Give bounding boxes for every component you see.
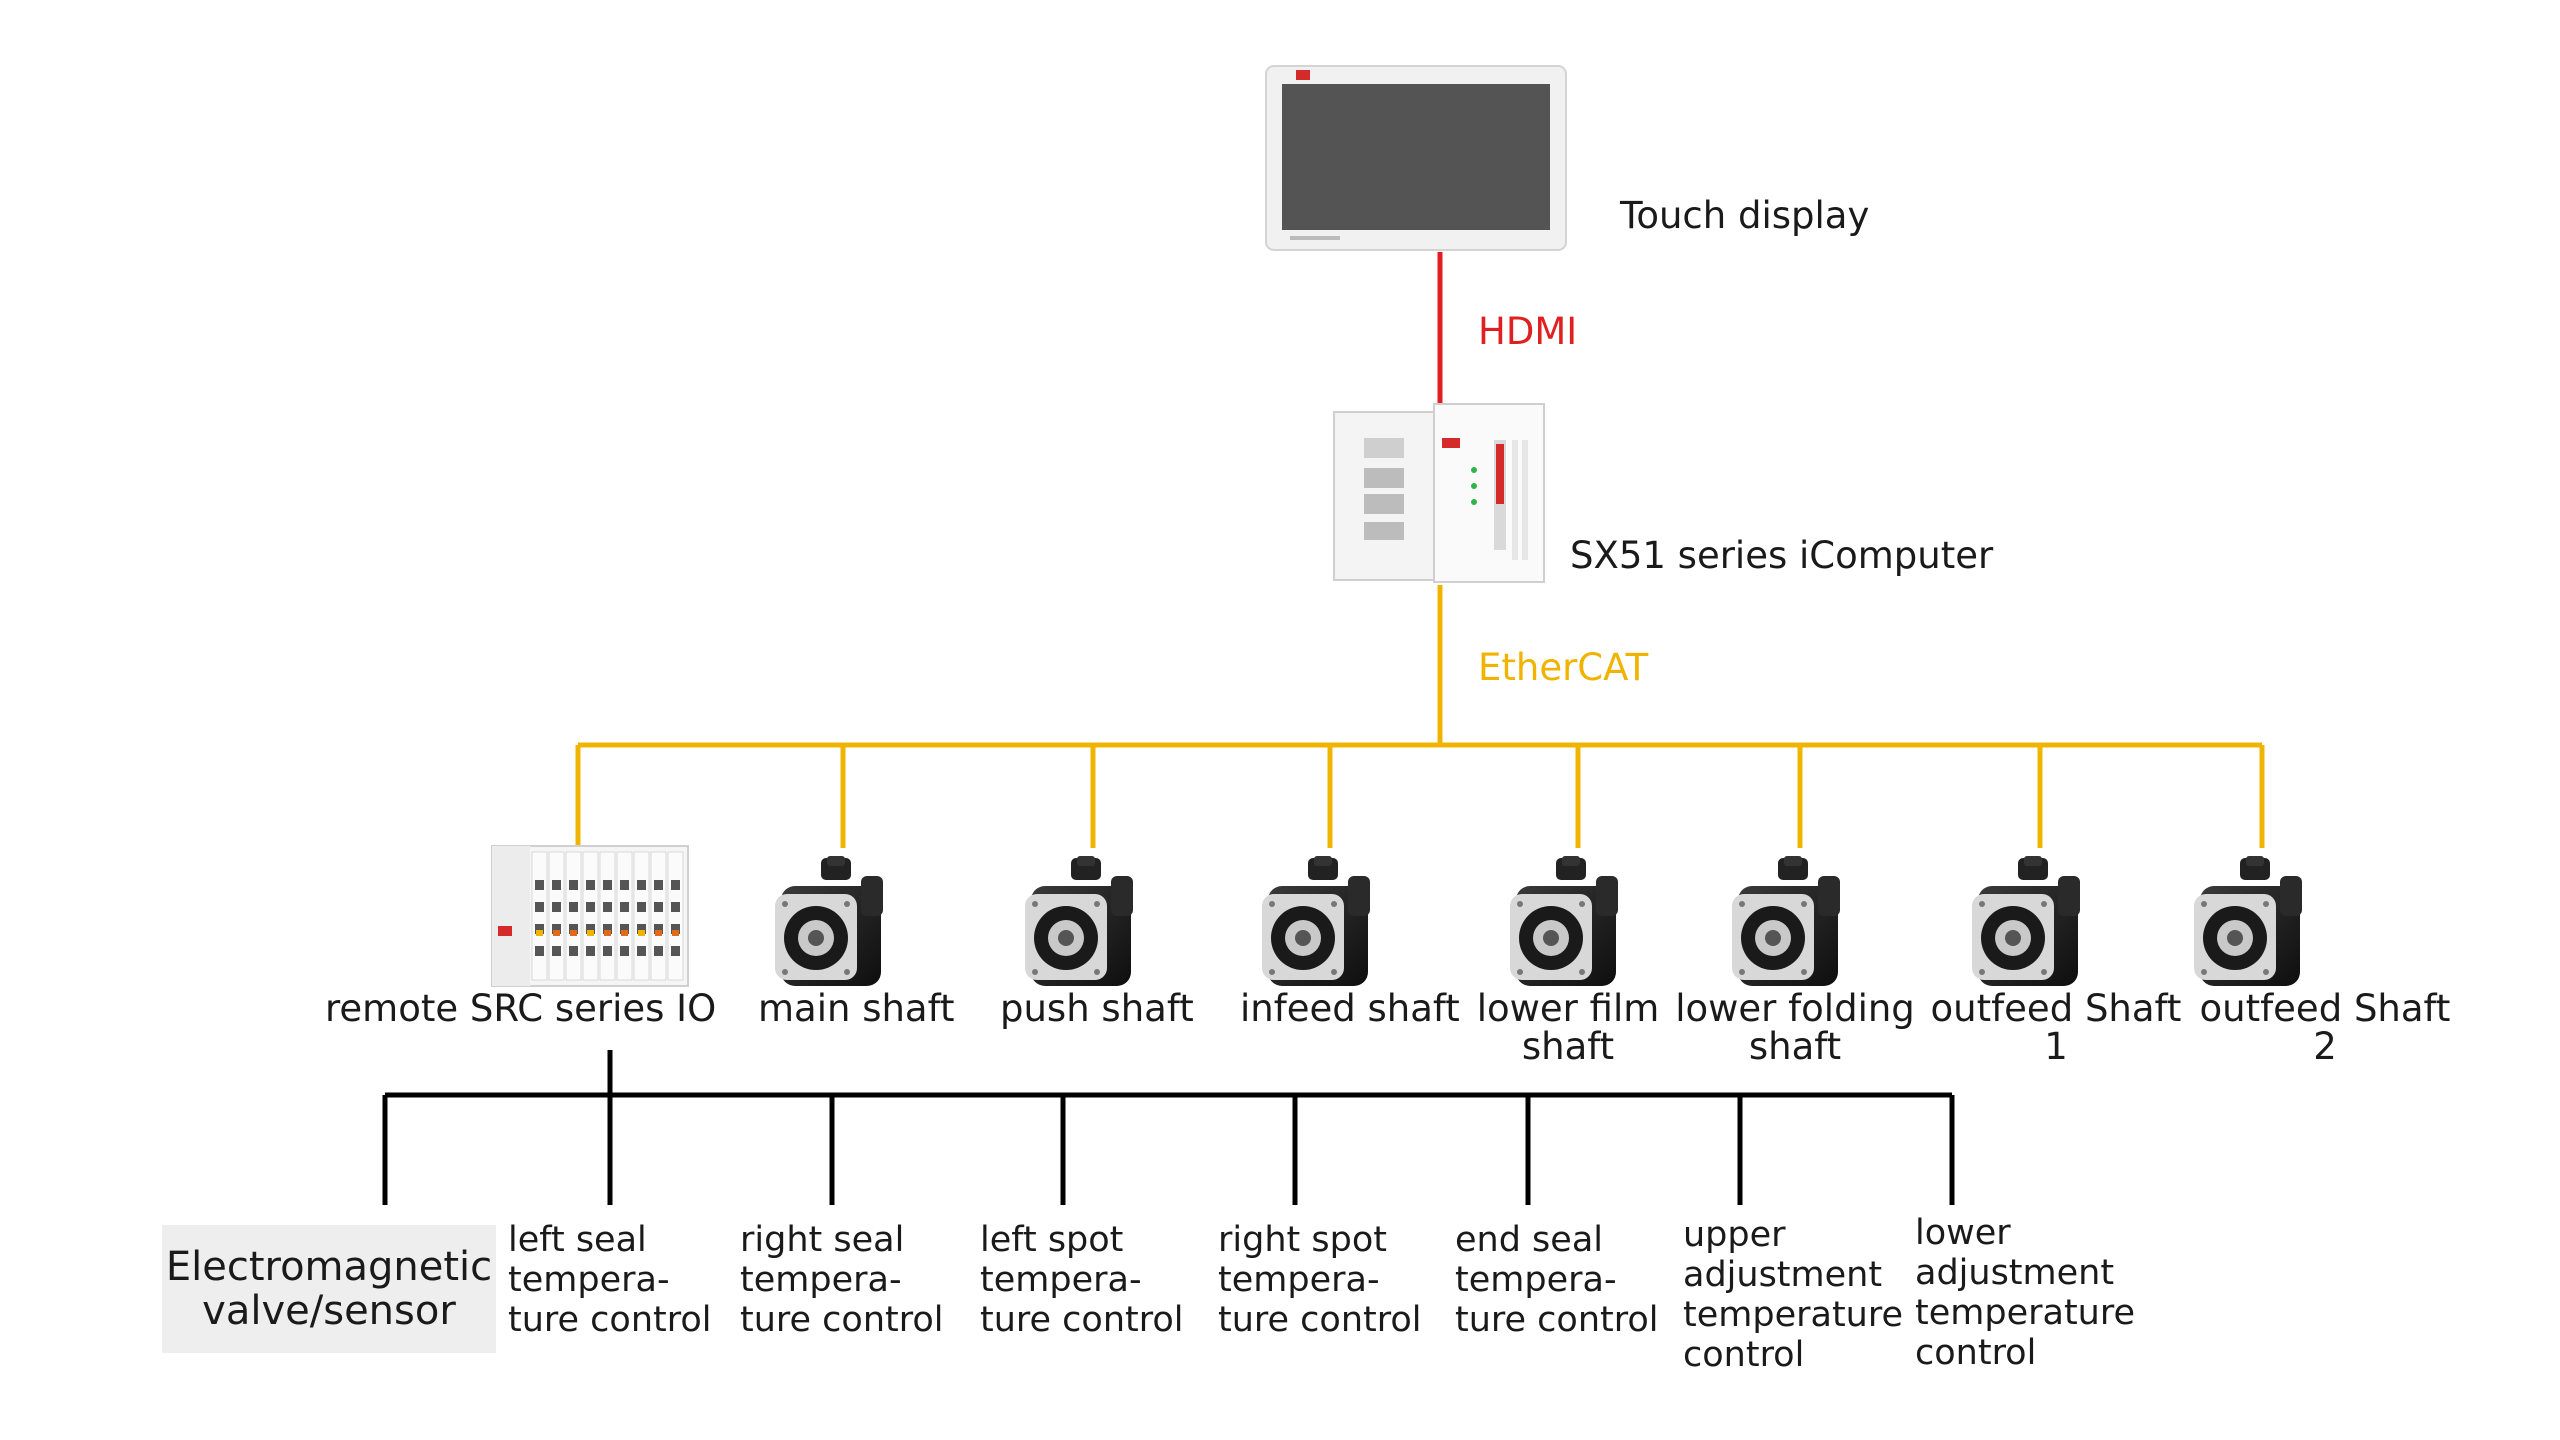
ethercat-node-label: lower folding shaft xyxy=(1675,987,1915,1068)
motor-images xyxy=(775,856,2302,986)
touch-display-label: Touch display xyxy=(1620,194,1870,237)
ethercat-node-label: main shaft xyxy=(758,987,955,1030)
io-output-label: right seal tempera- ture control xyxy=(740,1220,944,1340)
ethercat-node-label: outfeed Shaft 1 xyxy=(1930,987,2182,1068)
servo-motor-icon xyxy=(1025,856,1133,986)
touch-display-image xyxy=(1265,65,1567,251)
electromagnetic-valve-box: Electromagnetic valve/sensor xyxy=(162,1225,496,1353)
ethercat-node-label: infeed shaft xyxy=(1240,987,1460,1030)
servo-motor-icon xyxy=(775,856,883,986)
brand-logo-icon xyxy=(498,926,512,936)
ethercat-node-label: push shaft xyxy=(1000,987,1194,1030)
servo-motor-icon xyxy=(2194,856,2302,986)
io-output-label: lower adjustment temperature control xyxy=(1915,1213,2135,1373)
brand-logo-icon xyxy=(1296,70,1310,80)
servo-motor-icon xyxy=(1732,856,1840,986)
hdmi-label: HDMI xyxy=(1478,310,1578,353)
ethercat-label: EtherCAT xyxy=(1478,646,1649,689)
servo-motor-icon xyxy=(1510,856,1618,986)
io-output-label: right spot tempera- ture control xyxy=(1218,1220,1422,1340)
io-output-label: upper adjustment temperature control xyxy=(1683,1215,1903,1375)
brand-logo-icon xyxy=(1442,438,1460,448)
servo-motor-icon xyxy=(1262,856,1370,986)
io-output-label: end seal tempera- ture control xyxy=(1455,1220,1659,1340)
ethercat-drops xyxy=(575,745,2265,848)
icomputer-image xyxy=(1333,403,1545,583)
icomputer-label: SX51 series iComputer xyxy=(1570,534,1994,577)
ethercat-node-label: remote SRC series IO xyxy=(325,987,717,1030)
io-output-label: left seal tempera- ture control xyxy=(508,1220,712,1340)
servo-motor-icon xyxy=(1972,856,2080,986)
remote-io-image xyxy=(491,845,689,987)
ethercat-node-label: lower film shaft xyxy=(1476,987,1660,1068)
io-drops xyxy=(382,1095,1955,1205)
ethercat-node-label: outfeed Shaft 2 xyxy=(2199,987,2451,1068)
io-output-label: left spot tempera- ture control xyxy=(980,1220,1184,1340)
